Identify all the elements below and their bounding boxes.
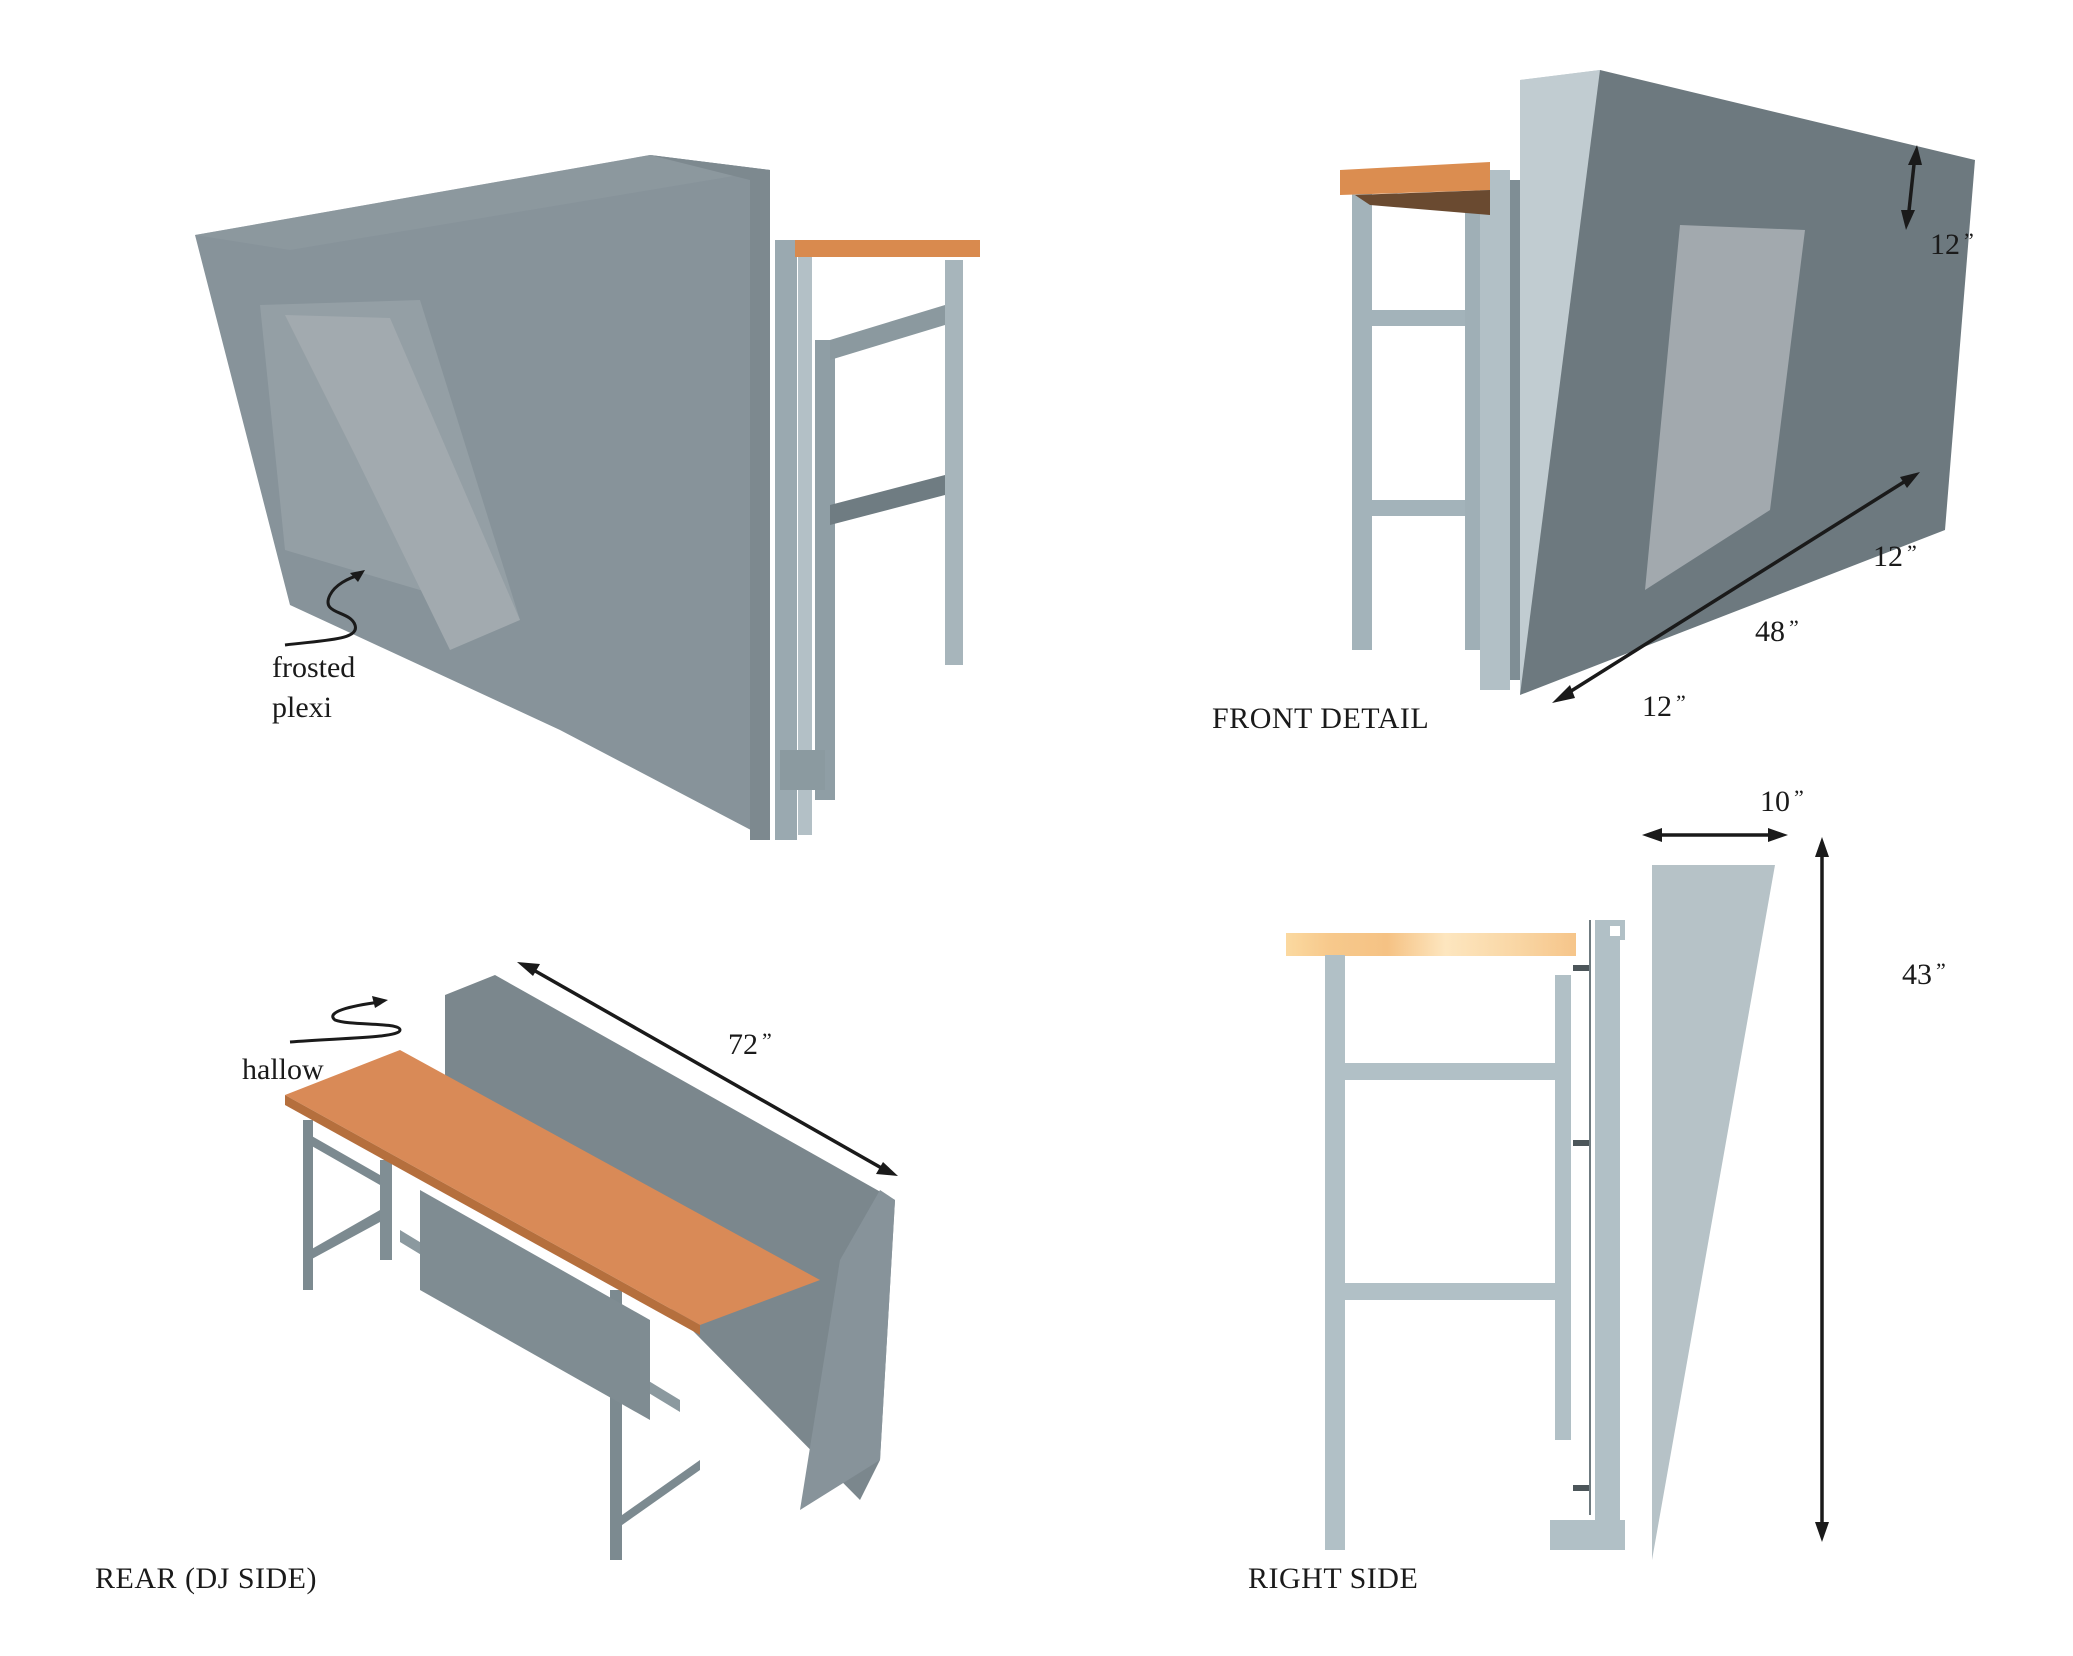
right-side-render bbox=[1286, 828, 1829, 1560]
tabletop bbox=[1340, 162, 1490, 195]
dim-front-length: 48” bbox=[1755, 615, 1799, 648]
front-detail-view bbox=[1330, 70, 2010, 770]
arrow-icon bbox=[372, 996, 388, 1008]
dimension-arrows bbox=[1552, 145, 1922, 703]
dimension-arrows bbox=[1642, 828, 1829, 1542]
front-detail-render bbox=[1340, 70, 1975, 703]
dim-rear-length: 72” bbox=[728, 1028, 772, 1061]
dim-front-height: 12” bbox=[1930, 228, 1974, 261]
rear-view bbox=[280, 960, 920, 1600]
hallow-annotation: hallow bbox=[242, 1053, 324, 1086]
dim-side-height: 43” bbox=[1902, 958, 1946, 991]
caption-front-detail: FRONT DETAIL bbox=[1212, 702, 1430, 735]
right-side-view bbox=[1280, 820, 2000, 1560]
arrow-icon bbox=[350, 570, 365, 582]
dim-front-depth-back: 12” bbox=[1873, 540, 1917, 573]
annotation-line: frosted bbox=[272, 651, 356, 684]
wedge-panel bbox=[1652, 865, 1775, 1560]
frosted-plexi-window bbox=[1645, 225, 1805, 590]
frosted-plexi-window bbox=[285, 315, 520, 650]
dim-front-depth-front: 12” bbox=[1642, 690, 1686, 723]
annotation-line: plexi bbox=[272, 691, 332, 724]
frosted-plexi-annotation: frosted plexi bbox=[272, 648, 355, 728]
tabletop bbox=[1286, 933, 1576, 956]
rear-render bbox=[285, 962, 898, 1560]
caption-rear: REAR (DJ SIDE) bbox=[95, 1562, 317, 1595]
perspective-view bbox=[190, 150, 1010, 850]
tabletop bbox=[795, 240, 980, 257]
caption-right-side: RIGHT SIDE bbox=[1248, 1562, 1419, 1595]
perspective-render bbox=[195, 155, 980, 840]
tabletop bbox=[285, 1050, 820, 1325]
dimension-arrow-72 bbox=[517, 962, 898, 1176]
dim-side-top-width: 10” bbox=[1760, 785, 1804, 818]
